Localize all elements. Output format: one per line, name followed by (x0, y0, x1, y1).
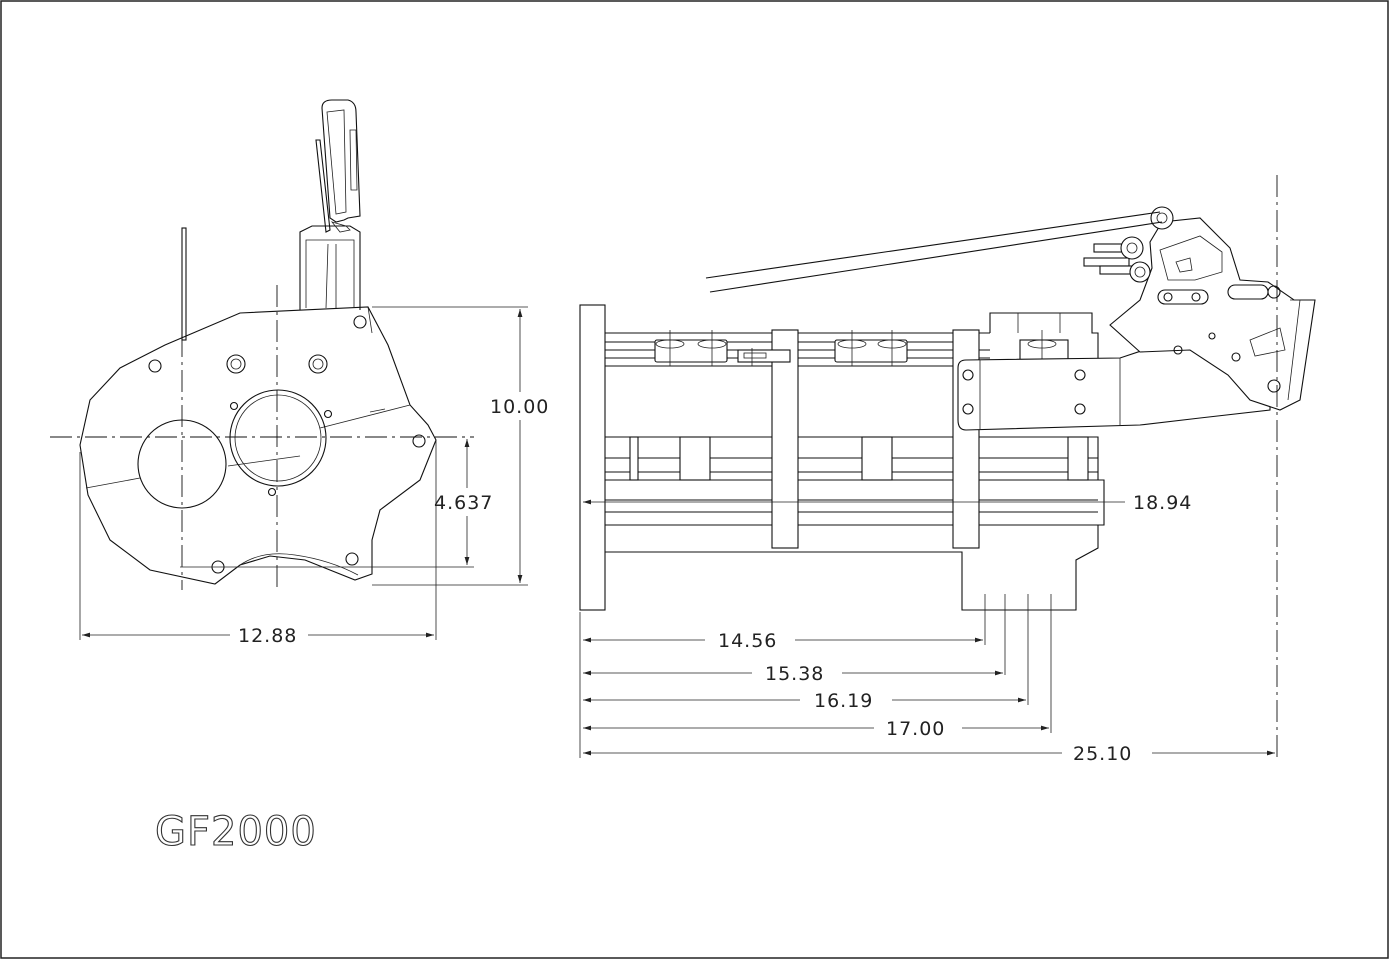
width-dim-label: 12.88 (238, 625, 297, 647)
stud-right (308, 354, 328, 374)
shifter-handle (321, 99, 361, 223)
model-label: GF2000 (155, 809, 317, 855)
front-view (50, 99, 528, 640)
stud-left (226, 354, 246, 374)
side-main-body (605, 436, 1105, 611)
dim-label-4: 17.00 (886, 718, 945, 740)
front-rod (181, 227, 187, 341)
front-housing-outline (79, 306, 437, 585)
side-view (579, 175, 1316, 758)
height-dim-label: 10.00 (490, 396, 549, 418)
side-rib (629, 436, 639, 481)
rod-end-bearing (1150, 206, 1174, 230)
dim-label-3: 16.19 (814, 690, 873, 712)
side-front-plate (579, 304, 606, 611)
shift-linkage (1109, 217, 1316, 411)
shaft-dim-label: 18.94 (1133, 492, 1192, 514)
center-height-dim-label: 4.637 (434, 492, 493, 514)
mount-hole (148, 359, 162, 373)
output-shaft-bore (229, 389, 327, 487)
dim-label-5: 25.10 (1073, 743, 1132, 765)
dim-label-2: 15.38 (765, 663, 824, 685)
shift-cable-upper (705, 211, 1161, 279)
side-mount-plate (957, 335, 1271, 431)
dim-label-1: 14.56 (718, 630, 777, 652)
side-pillar (771, 329, 799, 549)
